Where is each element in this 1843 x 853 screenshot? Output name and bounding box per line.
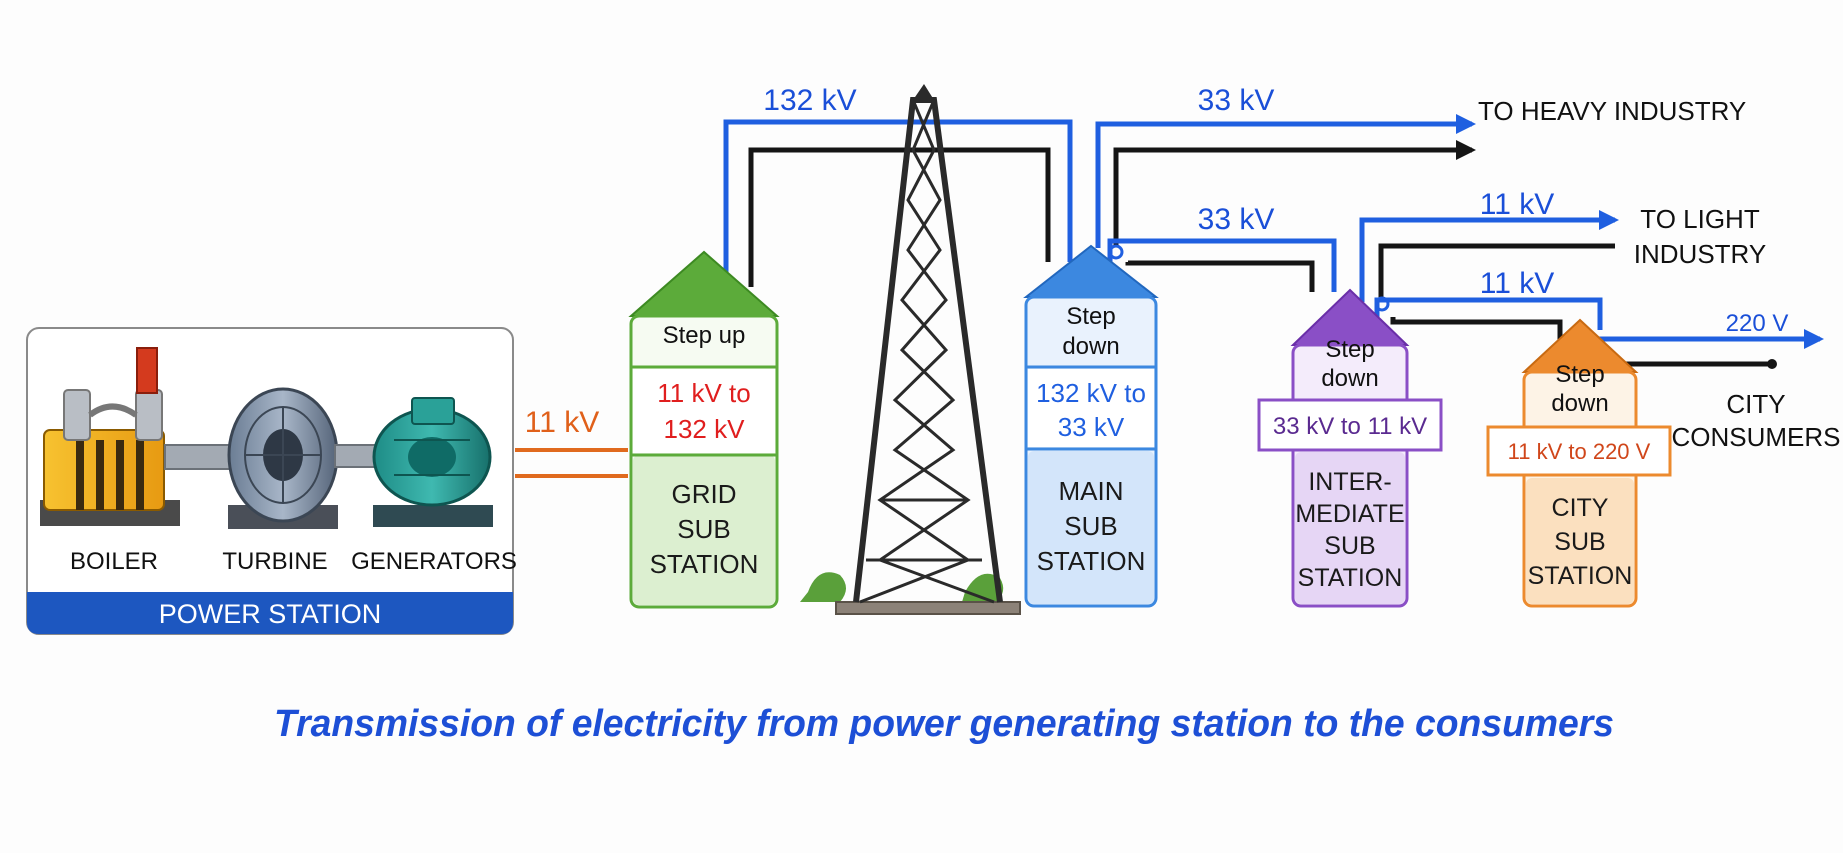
transmission-tower bbox=[800, 84, 1021, 615]
light-industry-label-line2: INDUSTRY bbox=[1634, 239, 1766, 269]
city-name-line2: SUB bbox=[1554, 528, 1605, 556]
main-type-line1: Step bbox=[1066, 303, 1115, 330]
grid-conversion-line2: 132 kV bbox=[664, 414, 746, 444]
power-station-title: POWER STATION bbox=[159, 599, 382, 629]
main-conversion-line2: 33 kV bbox=[1058, 412, 1125, 442]
turbine-label: TURBINE bbox=[222, 548, 327, 575]
boiler-label: BOILER bbox=[70, 548, 158, 575]
city-consumers-label-line1: CITY bbox=[1726, 389, 1785, 419]
main-name-line3: STATION bbox=[1037, 546, 1146, 576]
city-name-line3: STATION bbox=[1528, 562, 1633, 590]
diagram-caption: Transmission of electricity from power g… bbox=[274, 703, 1614, 745]
generator-icon bbox=[372, 397, 493, 527]
main-type-line2: down bbox=[1062, 333, 1119, 360]
intermediate-conversion: 33 kV to 11 kV bbox=[1273, 413, 1427, 440]
boiler-icon bbox=[40, 347, 180, 526]
power-station: BOILER TURBINE GENERATORS POWER STATION bbox=[26, 327, 517, 635]
grid-name-line3: STATION bbox=[650, 549, 759, 579]
grid-type-label: Step up bbox=[663, 322, 746, 349]
light-industry-voltage-label: 11 kV bbox=[1480, 188, 1555, 221]
grid-conversion-line1: 11 kV to bbox=[657, 378, 750, 408]
grid-name-line1: GRID bbox=[672, 479, 737, 509]
main-substation: Step down 132 kV to 33 kV MAIN SUB STATI… bbox=[1023, 244, 1159, 608]
city-consumers-label-line2: CONSUMERS bbox=[1671, 422, 1840, 452]
intermediate-name-line4: STATION bbox=[1298, 564, 1403, 592]
main-name-line2: SUB bbox=[1064, 511, 1117, 541]
city-conversion: 11 kV to 220 V bbox=[1508, 439, 1651, 464]
intermediate-name-line2: MEDIATE bbox=[1295, 500, 1404, 528]
city-type-line1: Step bbox=[1555, 361, 1604, 388]
generators-label: GENERATORS bbox=[351, 548, 517, 575]
intermediate-type-line1: Step bbox=[1325, 336, 1374, 363]
heavy-industry-voltage-label: 33 kV bbox=[1198, 84, 1275, 117]
generator-link: 11 kV bbox=[515, 406, 628, 478]
grid-name-line2: SUB bbox=[677, 514, 730, 544]
grid-substation: Step up 11 kV to 132 kV GRID SUB STATION bbox=[628, 250, 780, 609]
main-name-line1: MAIN bbox=[1059, 476, 1124, 506]
intermediate-name-line1: INTER- bbox=[1308, 468, 1391, 496]
consumer-voltage-label: 220 V bbox=[1726, 310, 1789, 337]
main-conversion-line1: 132 kV to bbox=[1036, 378, 1146, 408]
link-voltage-label: 11 kV bbox=[525, 406, 600, 439]
turbine-icon bbox=[164, 387, 386, 529]
heavy-industry-label: TO HEAVY INDUSTRY bbox=[1478, 96, 1746, 126]
city-substation: Step down 11 kV to 220 V CITY SUB STATIO… bbox=[1486, 318, 1672, 608]
intermediate-substation: Step down 33 kV to 11 kV INTER- MEDIATE … bbox=[1257, 288, 1443, 608]
city-type-line2: down bbox=[1551, 390, 1608, 417]
light-industry-label-line1: TO LIGHT bbox=[1640, 204, 1760, 234]
intermediate-name-line3: SUB bbox=[1324, 532, 1375, 560]
intermediate-feed-voltage-label: 33 kV bbox=[1198, 203, 1275, 236]
intermediate-type-line2: down bbox=[1321, 365, 1378, 392]
city-feed-voltage-label: 11 kV bbox=[1480, 267, 1555, 300]
transmission-voltage-label: 132 kV bbox=[763, 84, 856, 117]
city-name-line1: CITY bbox=[1552, 494, 1609, 522]
